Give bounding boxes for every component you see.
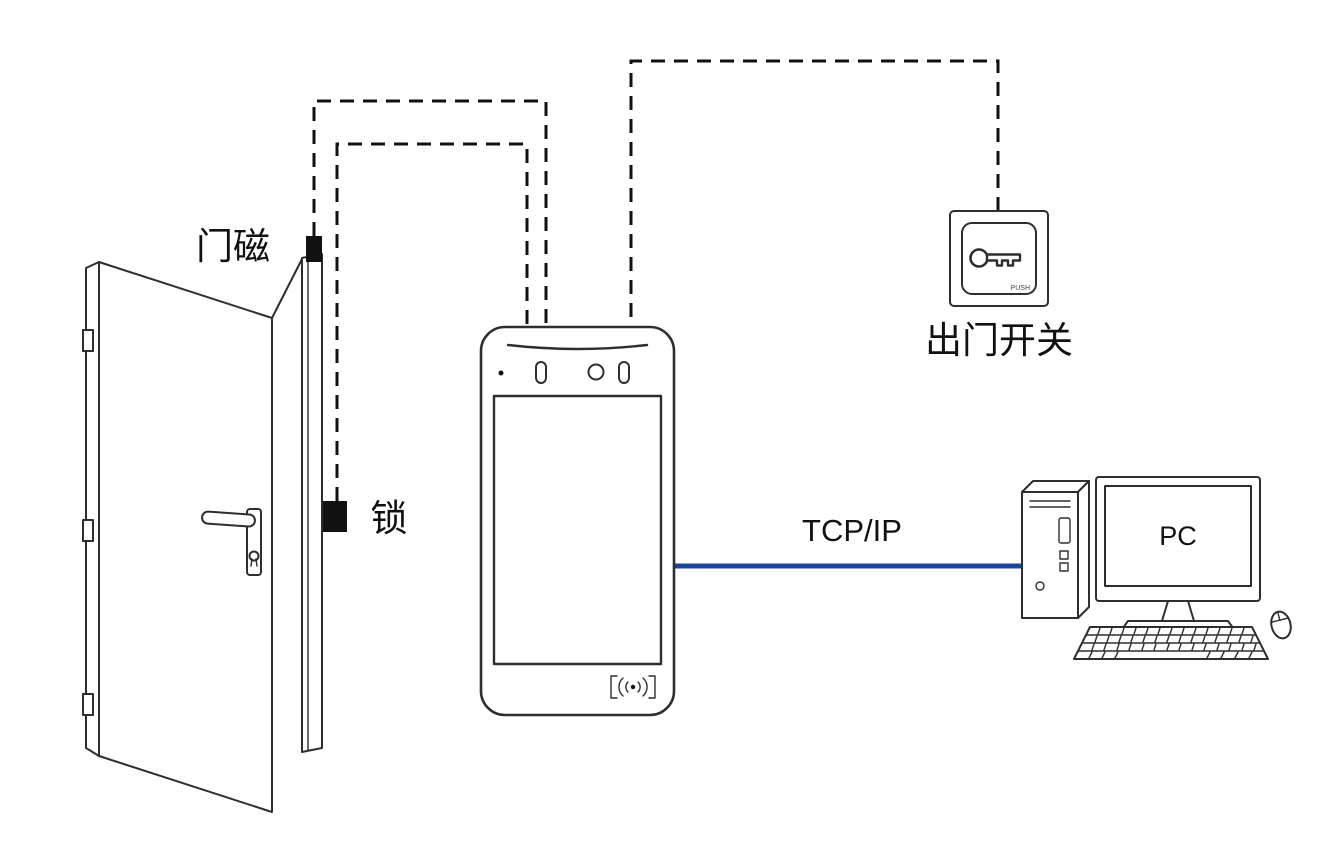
mic-dot (498, 370, 504, 376)
pc-tower (1021, 480, 1090, 619)
access-terminal (479, 325, 676, 717)
pc-mouse (1270, 610, 1292, 640)
camera-pill-left (535, 361, 547, 384)
wire-door-magnet-to-terminal (312, 99, 548, 329)
exit-switch-label: 出门开关 (925, 320, 1073, 361)
tcpip-label: TCP/IP (802, 513, 902, 548)
pc-monitor: PC (1095, 476, 1261, 633)
door-edge (85, 261, 100, 757)
contactless-reader-icon (610, 675, 656, 699)
hinge-middle (82, 519, 94, 542)
hinge-top (82, 329, 94, 352)
door-magnet-sensor (306, 236, 322, 262)
wire-exit-switch-to-terminal (629, 59, 1000, 329)
pc: PC (1021, 476, 1292, 660)
door-handle (201, 508, 262, 576)
door-frame (301, 253, 323, 753)
exit-switch-brand-text: PUSH (1011, 285, 1030, 292)
pc-keyboard (1073, 626, 1269, 660)
camera-lens (587, 363, 605, 381)
terminal-screen (492, 394, 663, 666)
monitor-screen (1104, 485, 1252, 587)
door-magnet-label: 门磁 (196, 226, 270, 267)
terminal-body (479, 325, 676, 717)
door (82, 253, 323, 813)
monitor-stand-neck (1161, 600, 1195, 622)
exit-switch: PUSH (949, 210, 1049, 307)
lock-label: 锁 (371, 498, 408, 539)
pc-label: PC (1159, 521, 1197, 551)
key-icon (969, 248, 1022, 268)
hinge-bottom (82, 693, 94, 716)
lock-block (323, 501, 347, 532)
camera-pill-right (618, 361, 630, 384)
speaker-slot (506, 343, 649, 351)
